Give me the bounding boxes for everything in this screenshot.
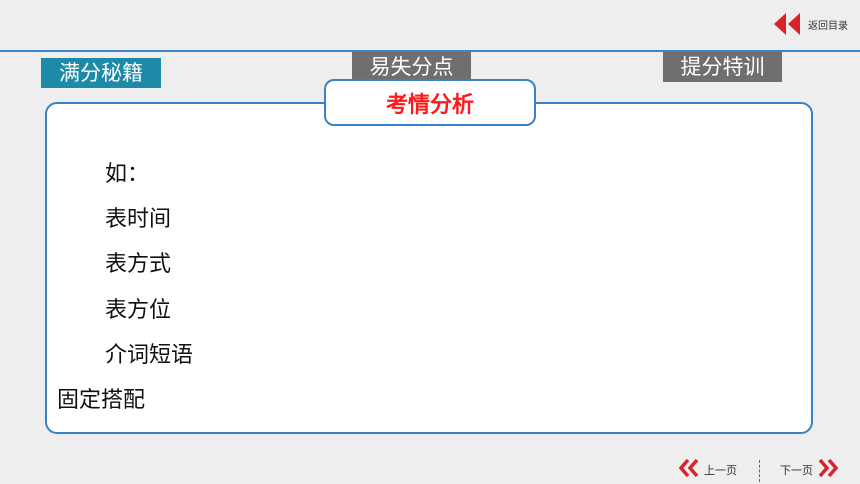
double-chevron-left-icon [678,457,700,483]
next-page-label: 下一页 [780,464,813,477]
content-panel [45,102,813,434]
content-line: 介词短语 [105,343,194,368]
header-divider [0,50,860,52]
content-line: 固定搭配 [57,388,146,413]
content-line: 如： [105,162,150,187]
double-chevron-right-icon [817,457,839,483]
content-line: 表方式 [105,252,172,277]
panel-title: 考情分析 [385,92,474,118]
tab-full-score-tips[interactable]: 满分秘籍 [41,58,161,88]
tab-easy-mistakes[interactable]: 易失分点 [352,52,471,82]
prev-page-label: 上一页 [704,464,737,477]
prev-page-button[interactable]: 上一页 [678,458,737,482]
double-left-arrow-icon [774,13,800,35]
nav-divider [759,460,760,482]
content-line: 表时间 [105,207,172,232]
next-page-button[interactable]: 下一页 [780,458,839,482]
back-to-contents-button[interactable]: 返回目录 [774,12,848,36]
content-line: 表方位 [105,298,172,323]
panel-header: 考情分析 [324,79,536,126]
back-to-contents-label: 返回目录 [808,20,848,32]
tab-score-boost-training[interactable]: 提分特训 [663,52,782,82]
